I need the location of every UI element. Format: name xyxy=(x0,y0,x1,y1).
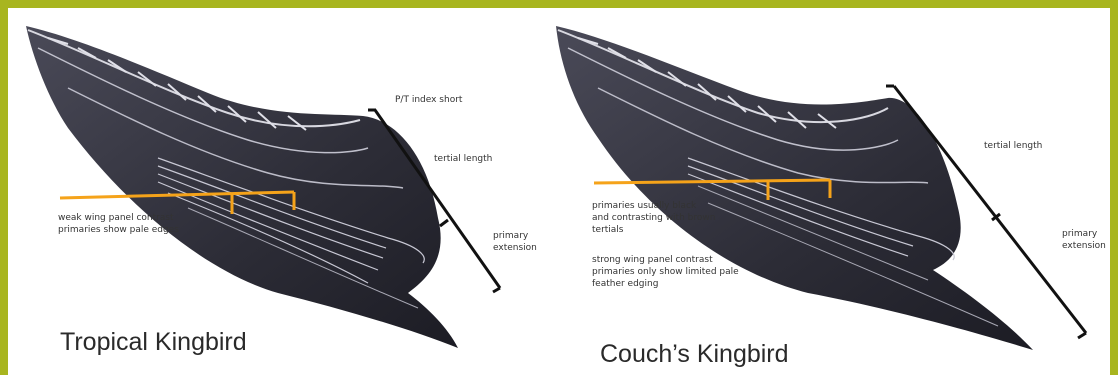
wing-panel-note: weak wing panel contrast primaries show … xyxy=(58,212,179,236)
couchs-kingbird-title: Couch’s Kingbird xyxy=(600,340,789,369)
primary-extension-label: primary extension xyxy=(1062,228,1106,252)
couchs-kingbird-wing xyxy=(556,26,1033,350)
tropical-kingbird-title: Tropical Kingbird xyxy=(60,328,247,357)
tropical-kingbird-wing xyxy=(26,26,458,348)
tertial-length-label: tertial length xyxy=(984,140,1042,152)
comparison-figure: P/T index short tertial length primary e… xyxy=(8,8,1110,375)
primary-extension-label: primary extension xyxy=(493,230,537,254)
wing-illustrations xyxy=(8,8,1110,375)
primaries-note: primaries usually black and contrasting … xyxy=(592,200,715,236)
pt-index-label: P/T index short xyxy=(395,94,462,106)
wing-panel-note: strong wing panel contrast primaries onl… xyxy=(592,254,739,290)
tertial-length-label: tertial length xyxy=(434,153,492,165)
